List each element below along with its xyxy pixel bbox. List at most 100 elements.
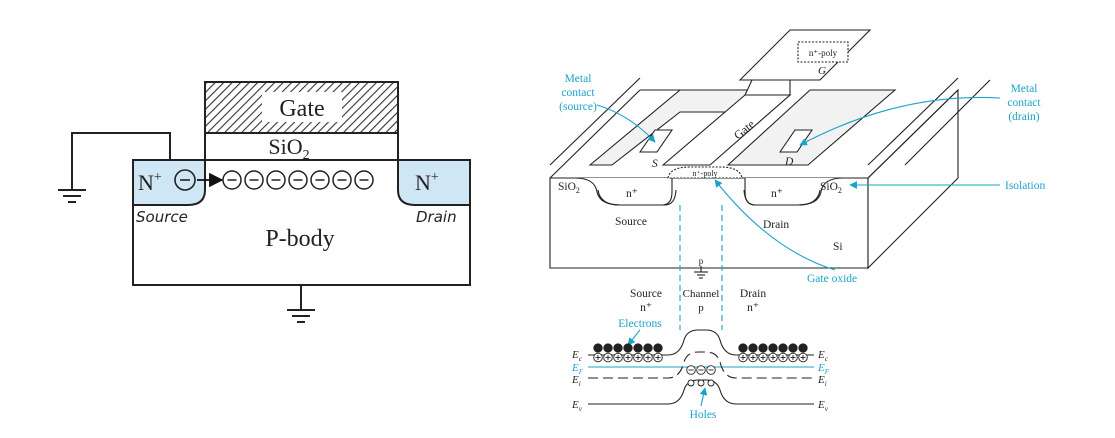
gate-oxide-label: Gate oxide bbox=[807, 273, 857, 285]
band-ec-line bbox=[588, 329, 814, 356]
s-contact-label: S bbox=[652, 158, 658, 170]
n-plus-drain-3d-label: n⁺ bbox=[771, 188, 783, 200]
metal-contact-source-line1: Metal bbox=[565, 73, 592, 85]
ef-right-label: EF bbox=[817, 362, 830, 376]
ei-right-label: Ei bbox=[817, 374, 827, 388]
callout-gate-oxide bbox=[714, 179, 836, 271]
ei-left-label: Ei bbox=[571, 374, 581, 388]
metal-contact-drain-line1: Metal bbox=[1011, 83, 1038, 95]
ec-left-label: Ec bbox=[571, 349, 583, 363]
callouts bbox=[596, 96, 1001, 407]
hole-icon bbox=[697, 379, 705, 387]
top-right-edge bbox=[867, 89, 959, 179]
electron-dot bbox=[738, 343, 748, 353]
right-labels: Metal contact (source) Metal contact (dr… bbox=[558, 48, 1045, 285]
p-body-label: P-body bbox=[265, 226, 334, 252]
gate-pad-poly-window bbox=[797, 41, 849, 63]
gate-pad-poly-label: n⁺-poly bbox=[809, 48, 838, 58]
ev-right-label: Ev bbox=[817, 399, 829, 413]
electron-dot bbox=[653, 343, 663, 353]
isolation-label: Isolation bbox=[1005, 180, 1045, 192]
electron-icon bbox=[354, 170, 374, 190]
top-right-edge-2 bbox=[867, 77, 959, 166]
band-source-type: n⁺ bbox=[640, 302, 652, 314]
hole-icon bbox=[707, 379, 715, 387]
source-3d-label: Source bbox=[615, 216, 647, 228]
source-label: Source bbox=[136, 208, 188, 226]
electron-icon bbox=[288, 170, 308, 190]
metal-contact-source-line2: contact bbox=[561, 87, 595, 99]
source-n-region bbox=[597, 189, 677, 206]
callout-drain-contact bbox=[799, 96, 1001, 146]
band-right-labels: Ec EF Ei Ev bbox=[817, 349, 830, 413]
source-electron-icon bbox=[174, 169, 196, 191]
band-left-labels: Ec EF Ei Ev bbox=[571, 349, 584, 413]
oxide-label: SiO2 bbox=[268, 134, 309, 163]
body-ground-icon bbox=[287, 309, 315, 323]
ec-right-label: Ec bbox=[817, 349, 829, 363]
gate-pad-stem bbox=[744, 79, 791, 96]
source-ground-wire bbox=[71, 132, 171, 190]
drain-label: Drain bbox=[416, 208, 457, 226]
n-plus-source-label: N+ bbox=[138, 170, 162, 195]
ef-left-label: EF bbox=[571, 362, 584, 376]
body-p-ground-icon bbox=[694, 271, 708, 279]
top-left-edge-2 bbox=[549, 77, 641, 166]
gate-label: Gate bbox=[279, 96, 324, 122]
band-channel-type: p bbox=[698, 302, 704, 314]
hole-icon bbox=[687, 379, 695, 387]
band-electrons-label: Electrons bbox=[618, 318, 662, 330]
n-plus-drain-label: N+ bbox=[415, 170, 439, 195]
electron-dot bbox=[613, 343, 623, 353]
top-left-edge bbox=[549, 89, 641, 179]
n-plus-source-region bbox=[132, 159, 206, 206]
electron-dot bbox=[758, 343, 768, 353]
band-channel-header: Channel bbox=[683, 288, 720, 300]
electron-dot bbox=[748, 343, 758, 353]
n-plus-source-3d-label: n⁺ bbox=[626, 188, 638, 200]
callout-source-contact bbox=[596, 104, 656, 143]
left-mosfet-diagram: Gate SiO2 N+ N+ Source Drain P-body bbox=[58, 81, 471, 323]
metal-contact-source-line3: (source) bbox=[559, 101, 597, 113]
electron-dot bbox=[633, 343, 643, 353]
callout-electrons bbox=[627, 329, 641, 346]
drain-n-region bbox=[743, 189, 821, 206]
top-right-edge-3 bbox=[904, 79, 991, 166]
electron-dot bbox=[778, 343, 788, 353]
si-label: Si bbox=[833, 241, 843, 253]
channel-poly-cap bbox=[667, 166, 743, 179]
metal-contact-drain-line3: (drain) bbox=[1008, 111, 1039, 123]
electron-icon bbox=[310, 170, 330, 190]
band-holes-label: Holes bbox=[690, 409, 717, 421]
band-drain-header: Drain bbox=[740, 288, 766, 300]
drain-well-top bbox=[726, 89, 897, 166]
gate-pad-g-label: G bbox=[818, 65, 826, 77]
electron-dot bbox=[768, 343, 778, 353]
gate-label-bg bbox=[262, 92, 342, 122]
substrate-side-face bbox=[867, 88, 959, 270]
electron-icon bbox=[332, 170, 352, 190]
band-carriers bbox=[593, 343, 808, 387]
band-drain-type: n⁺ bbox=[747, 302, 759, 314]
electron-dot bbox=[643, 343, 653, 353]
callout-holes bbox=[699, 387, 708, 407]
sio2-right-label: SiO2 bbox=[820, 181, 842, 195]
channel-poly-label: n⁺-poly bbox=[692, 169, 717, 178]
d-contact-label: D bbox=[784, 156, 794, 168]
right-3d-mosfet-diagram bbox=[549, 29, 991, 330]
electron-dot bbox=[788, 343, 798, 353]
drain-contact-window bbox=[778, 129, 814, 153]
band-diagram: Source n⁺ Channel p Drain n⁺ Electrons H… bbox=[571, 288, 830, 421]
ev-left-label: Ev bbox=[571, 399, 583, 413]
p-label: p bbox=[699, 256, 704, 266]
metal-contact-drain-line2: contact bbox=[1007, 97, 1041, 109]
drain-3d-label: Drain bbox=[763, 219, 789, 231]
sio2-left-label: SiO2 bbox=[558, 181, 580, 195]
electron-icon bbox=[244, 170, 264, 190]
electron-dot bbox=[593, 343, 603, 353]
source-ground-icon bbox=[58, 189, 86, 203]
n-plus-drain-region bbox=[397, 159, 471, 206]
electron-icon bbox=[266, 170, 286, 190]
electron-dot bbox=[798, 343, 808, 353]
